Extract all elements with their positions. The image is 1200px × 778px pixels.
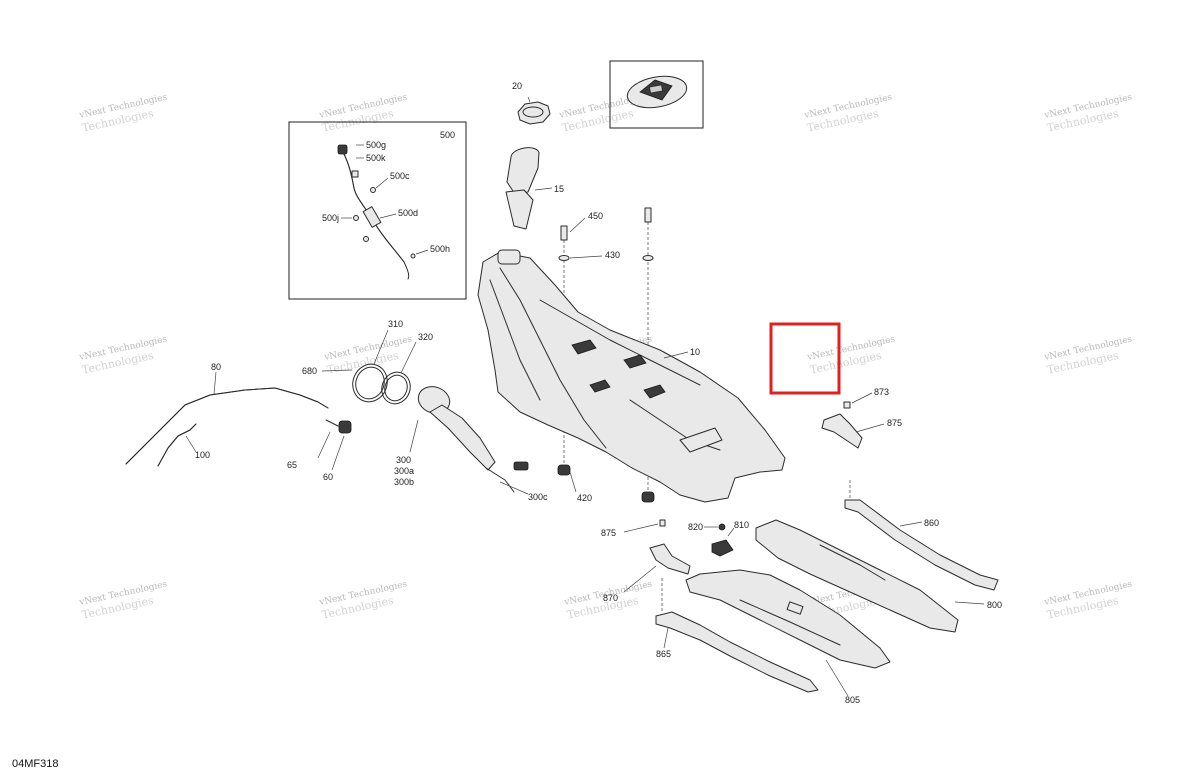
callout-80: 80 — [211, 362, 221, 372]
watermark: vNext Technologies Technologies — [1043, 579, 1134, 621]
callout-15: 15 — [554, 184, 564, 194]
callout-865: 865 — [656, 649, 671, 659]
callout-450: 450 — [588, 211, 603, 221]
part-check-valve: 65 60 — [287, 419, 352, 482]
watermark: vNext Technologies Technologies — [78, 334, 169, 376]
callout-10: 10 — [690, 347, 700, 357]
watermark: vNext Technologies Technologies — [78, 92, 169, 134]
callout-500d: 500d — [398, 208, 418, 218]
watermark: vNext Technologies Technologies — [803, 92, 894, 134]
callout-820: 820 — [688, 522, 703, 532]
part-bracket-right: 873 875 — [821, 387, 902, 449]
part-filler-neck: 15 — [505, 147, 564, 230]
part-heat-shield: 800 — [755, 519, 1002, 633]
callout-800: 800 — [987, 600, 1002, 610]
callout-320: 320 — [418, 332, 433, 342]
watermark: vNext Technologies Technologies — [318, 579, 409, 621]
watermark: vNext Technologies Technologies — [1043, 92, 1134, 134]
part-vent-lines: 80 100 — [125, 362, 329, 467]
callout-875-right: 875 — [887, 418, 902, 428]
part-pump-seals: 310 320 680 — [302, 319, 433, 405]
diagram-code: 04MF318 — [12, 758, 58, 770]
watermark: vNext Technologies Technologies — [318, 92, 409, 134]
callout-300c: 300c — [528, 492, 548, 502]
callout-873: 873 — [874, 387, 889, 397]
callout-420: 420 — [577, 493, 592, 503]
part-lower-strap: 865 — [655, 578, 819, 693]
callout-810: 810 — [734, 520, 749, 530]
part-lower-shield: 805 — [685, 569, 891, 705]
callout-500g: 500g — [366, 140, 386, 150]
callout-805: 805 — [845, 695, 860, 705]
callout-500h: 500h — [430, 244, 450, 254]
callout-500k: 500k — [366, 153, 386, 163]
inset-box-500: 500 500g 500k 500c 500d 500j 500h — [288, 121, 467, 300]
callout-875-left: 875 — [601, 528, 616, 538]
part-support-strap: 860 — [844, 480, 999, 591]
part-clip: 820 810 — [688, 520, 749, 557]
inset-box-cap-detail — [609, 60, 704, 129]
callout-500j: 500j — [322, 213, 339, 223]
callout-430: 430 — [605, 250, 620, 260]
callout-500: 500 — [440, 130, 455, 140]
callout-60: 60 — [323, 472, 333, 482]
callout-300: 300 — [396, 455, 411, 465]
callout-860: 860 — [924, 518, 939, 528]
callout-300b: 300b — [394, 477, 414, 487]
part-fuel-tank: 10 — [477, 249, 786, 503]
watermark: vNext Technologies Technologies — [78, 579, 169, 621]
part-bracket-left: 875 870 — [601, 519, 691, 603]
callout-680: 680 — [302, 366, 317, 376]
callout-310: 310 — [388, 319, 403, 329]
watermark: vNext Technologies Technologies — [1043, 334, 1134, 376]
callout-100: 100 — [195, 450, 210, 460]
highlight-box[interactable] — [769, 322, 841, 395]
callout-870: 870 — [603, 593, 618, 603]
callout-65: 65 — [287, 460, 297, 470]
callout-500c: 500c — [390, 171, 410, 181]
part-fuel-pump: 300 300a 300b 300c — [394, 386, 548, 502]
callout-20: 20 — [512, 81, 522, 91]
part-fuel-cap: 20 — [512, 81, 551, 125]
callout-300a: 300a — [394, 466, 414, 476]
watermark: vNext Technologies Technologies — [806, 334, 897, 376]
